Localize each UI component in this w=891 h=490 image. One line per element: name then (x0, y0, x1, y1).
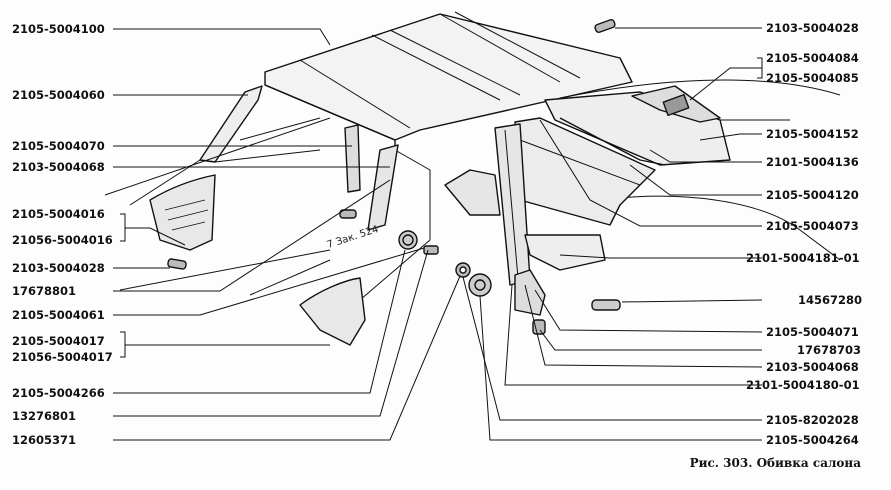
label-2101-5004180-01: 2101-5004180-01 (746, 378, 860, 392)
label-left-2103-5004028: 2103-5004028 (12, 261, 105, 275)
label-2105-5004152: 2105-5004152 (766, 127, 859, 141)
screw-17678801 (423, 245, 439, 255)
label-14567280: 14567280 (798, 293, 863, 307)
lower-rail (524, 234, 606, 271)
label-17678801: 17678801 (12, 284, 77, 298)
label-2101-5004136: 2101-5004136 (766, 155, 859, 169)
clip-17678703 (532, 319, 546, 335)
label-2105-5004073: 2105-5004073 (766, 219, 859, 233)
label-2105-5004085: 2105-5004085 (766, 71, 859, 85)
label-13276801: 13276801 (12, 409, 77, 423)
quarter-trim (444, 169, 501, 216)
rear-shelf-insert (662, 93, 690, 117)
label-right-2103-5004028: 2103-5004028 (766, 21, 859, 35)
screw-2103-5004068 (339, 209, 357, 219)
label-21056-5004016: 21056-5004016 (12, 233, 113, 247)
label-12605371: 12605371 (12, 433, 77, 447)
screw-top-2103-5004028 (594, 18, 616, 34)
label-2103-5004068: 2103-5004068 (12, 160, 105, 174)
a-pillar-trim (199, 85, 263, 163)
label-2105-5004016: 2105-5004016 (12, 207, 105, 221)
windshield-lines (104, 117, 331, 196)
leader-lines (113, 27, 763, 441)
label-2105-5004060: 2105-5004060 (12, 88, 105, 102)
a-pillar-post (344, 124, 361, 193)
kick-panel-upper (149, 174, 216, 251)
label-2105-5004264: 2105-5004264 (766, 433, 859, 447)
label-2105-5004120: 2105-5004120 (766, 188, 859, 202)
rear-shelf-bottom (559, 117, 666, 166)
label-2105-5004071: 2105-5004071 (766, 325, 859, 339)
label-2105-5004061: 2105-5004061 (12, 308, 105, 322)
cap-13276801 (398, 230, 418, 250)
label-21056-5004017: 21056-5004017 (12, 350, 113, 364)
label-2105-5004070: 2105-5004070 (12, 139, 105, 153)
plug-2105-5004264 (468, 273, 492, 297)
figure-caption: Рис. 303. Обивка салона (689, 456, 861, 470)
label-2105-5004084: 2105-5004084 (766, 51, 859, 65)
label-2105-8202028: 2105-8202028 (766, 413, 859, 427)
a-pillar-lower (367, 144, 399, 231)
label-2105-5004266: 2105-5004266 (12, 386, 105, 400)
screw-left-2103-5004028 (167, 258, 187, 270)
clip-14567280 (591, 299, 621, 311)
label-2105-5004017: 2105-5004017 (12, 334, 105, 348)
label-right-2103-5004068: 2103-5004068 (766, 360, 859, 374)
label-2101-5004181-01: 2101-5004181-01 (746, 251, 860, 265)
label-2105-5004100: 2105-5004100 (12, 22, 105, 36)
kick-panel-lower (299, 277, 366, 346)
roof-rib-lines (299, 11, 581, 129)
belt-cover (514, 269, 546, 316)
label-17678703: 17678703 (797, 343, 862, 357)
body-outline (119, 149, 431, 301)
